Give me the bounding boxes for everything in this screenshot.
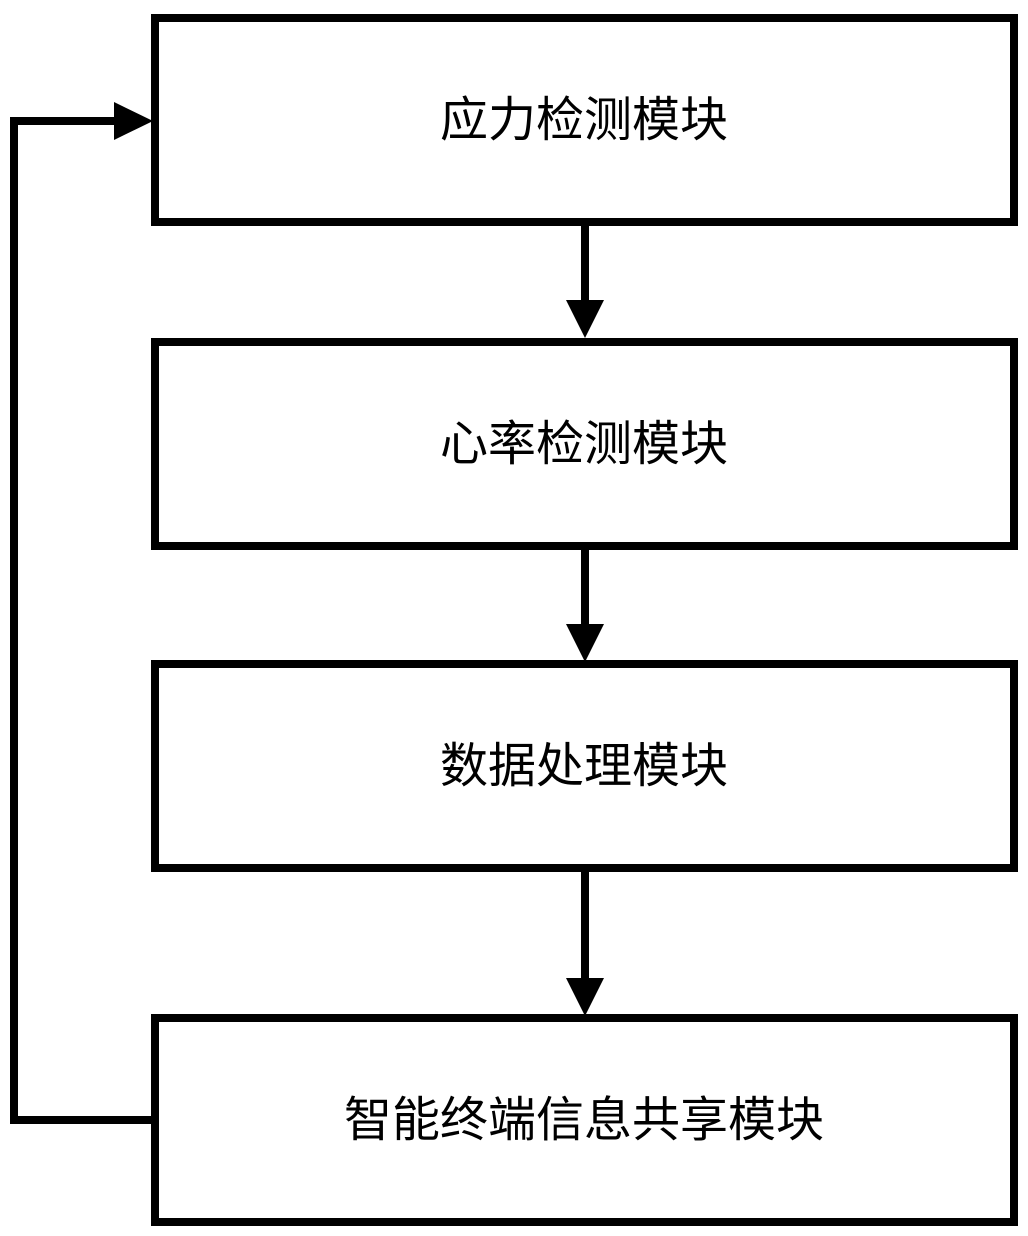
edge-share-to-stress-arrowhead (114, 102, 153, 140)
node-heart-label: 心率检测模块 (440, 416, 728, 472)
edge-share-to-stress-line (14, 121, 151, 1120)
edge-process-to-share (566, 872, 604, 1016)
edge-process-to-share-arrowhead (566, 978, 604, 1016)
edge-stress-to-heart (566, 226, 604, 338)
edge-heart-to-process (566, 550, 604, 662)
node-stress-label: 应力检测模块 (440, 92, 728, 148)
node-share: 智能终端信息共享模块 (155, 1018, 1014, 1222)
edge-share-to-stress (14, 102, 153, 1120)
node-process-label: 数据处理模块 (440, 738, 728, 794)
node-share-label: 智能终端信息共享模块 (344, 1092, 824, 1148)
node-process: 数据处理模块 (155, 664, 1014, 868)
edge-heart-to-process-arrowhead (566, 624, 604, 662)
node-stress: 应力检测模块 (155, 18, 1014, 222)
edge-stress-to-heart-arrowhead (566, 300, 604, 338)
node-heart: 心率检测模块 (155, 342, 1014, 546)
